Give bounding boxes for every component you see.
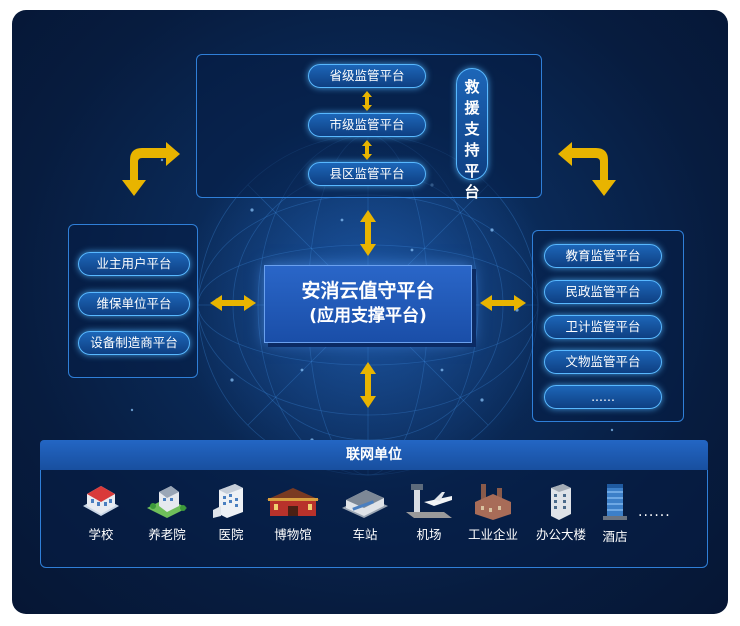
- central-cloud-platform: 安消云值守平台 (应用支撑平台): [264, 265, 472, 343]
- diagram-board: 省级监管平台 市级监管平台 县区监管平台 救援支持平台 业主用户平台 维保单位平…: [12, 10, 728, 614]
- civil-affairs-platform: 民政监管平台: [544, 280, 662, 304]
- airport-icon: [406, 484, 452, 518]
- unit-label: 学校: [88, 527, 114, 542]
- unit-label: 酒店: [602, 529, 628, 544]
- unit-label: 养老院: [148, 527, 186, 542]
- central-platform-title: 安消云值守平台: [301, 280, 435, 302]
- more-units: ......: [638, 504, 671, 520]
- unit-label: 工业企业: [467, 527, 518, 542]
- unit-nursing-home: 养老院: [134, 482, 200, 543]
- provincial-platform: 省级监管平台: [308, 64, 426, 88]
- curved-arrow-right: [558, 142, 616, 196]
- unit-hospital: 医院: [198, 482, 264, 543]
- cultural-relics-platform: 文物监管平台: [544, 350, 662, 374]
- factory-icon: [475, 484, 511, 520]
- unit-hotel: 酒店: [582, 482, 648, 545]
- level-link-arrow: [362, 91, 372, 111]
- owner-user-platform: 业主用户平台: [78, 252, 190, 276]
- hospital-icon: [213, 484, 243, 518]
- office-building-icon: [551, 484, 571, 520]
- maintenance-unit-platform: 维保单位平台: [78, 292, 190, 316]
- city-platform: 市级监管平台: [308, 113, 426, 137]
- unit-label: 博物馆: [274, 527, 312, 542]
- curved-arrow-left: [122, 142, 180, 196]
- hotel-icon: [603, 484, 627, 520]
- unit-label: 医院: [218, 527, 244, 542]
- level-link-arrow: [362, 140, 372, 160]
- manufacturer-platform: 设备制造商平台: [78, 331, 190, 355]
- station-icon: [342, 490, 388, 518]
- arrow-center-right: [480, 295, 526, 311]
- health-platform: 卫计监管平台: [544, 315, 662, 339]
- unit-label: 机场: [416, 527, 442, 542]
- central-platform-subtitle: (应用支撑平台): [309, 306, 427, 326]
- arrow-center-top: [360, 210, 376, 256]
- unit-station: 车站: [332, 482, 398, 543]
- county-platform: 县区监管平台: [308, 162, 426, 186]
- unit-factory: 工业企业: [460, 482, 526, 543]
- education-platform: 教育监管平台: [544, 244, 662, 268]
- arrow-center-left: [210, 295, 256, 311]
- arrow-center-bottom: [360, 362, 376, 408]
- unit-label: 办公大楼: [535, 527, 586, 542]
- school-icon: [83, 486, 119, 516]
- networked-units-title: 联网单位: [40, 440, 708, 470]
- unit-airport: 机场: [396, 482, 462, 543]
- unit-label: 车站: [352, 527, 378, 542]
- museum-icon: [266, 488, 320, 516]
- more-platforms: ......: [544, 385, 662, 409]
- unit-school: 学校: [68, 482, 134, 543]
- rescue-support-platform: 救援支持平台: [456, 68, 488, 201]
- unit-office-building: 办公大楼: [528, 482, 594, 543]
- unit-museum: 博物馆: [260, 482, 326, 543]
- nursing-home-icon: [147, 486, 187, 518]
